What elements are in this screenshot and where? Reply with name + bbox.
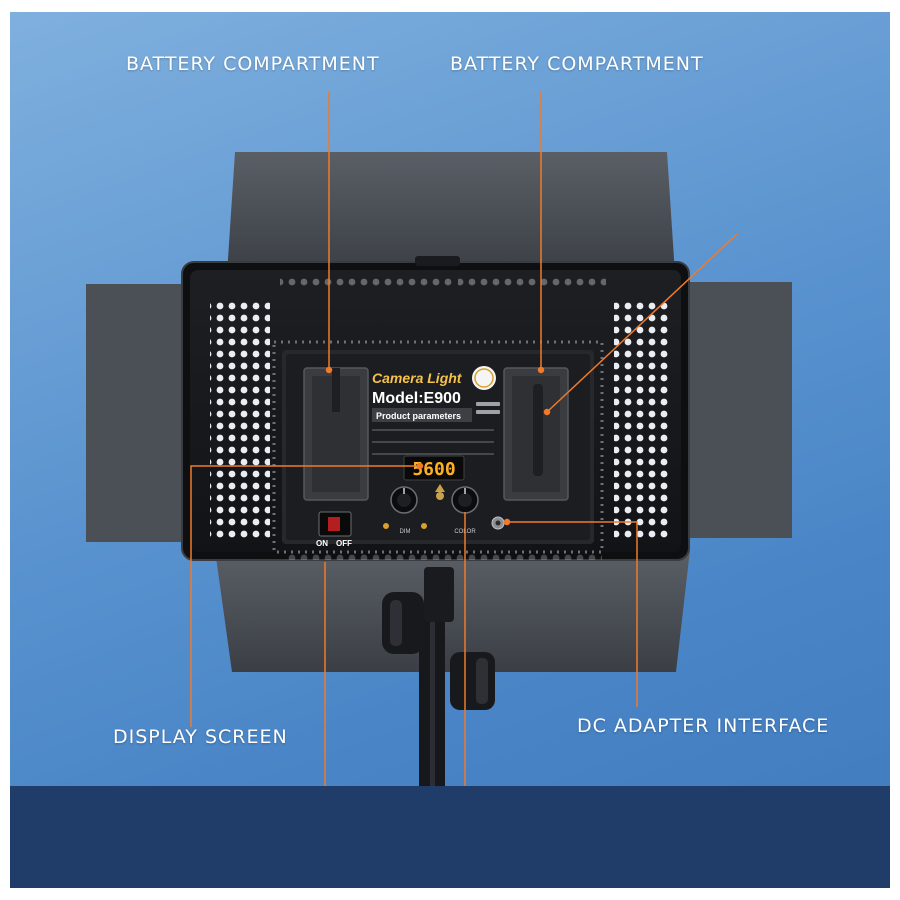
battery-slot-left — [303, 367, 369, 501]
product-illustration: Camera Light Model:E900 Product paramete… — [10, 92, 890, 888]
battery-slot-right — [503, 367, 569, 501]
light-stand — [382, 567, 495, 792]
color-knob[interactable] — [451, 486, 479, 514]
leader-display — [190, 465, 420, 727]
brand-label: Camera Light — [372, 370, 463, 386]
switch-on-label: ON — [316, 539, 328, 548]
params-table-lines — [372, 429, 494, 455]
bulb-icons — [383, 523, 427, 529]
certification-icons — [476, 402, 500, 414]
leader-extra — [546, 233, 738, 413]
power-switch[interactable] — [318, 511, 352, 537]
callout-battery-right: BATTERY COMPARTMENT — [450, 53, 704, 75]
leader-dc — [507, 521, 638, 707]
barn-door-right — [685, 282, 792, 538]
product-image-frame: Camera Light Model:E900 Product paramete… — [10, 12, 890, 888]
callout-dc-adapter: DC ADAPTER INTERFACE — [577, 715, 830, 737]
led-badge-icon — [472, 366, 496, 390]
display-value: 5600 — [412, 459, 455, 480]
switch-off-label: OFF — [336, 539, 352, 548]
dc-port[interactable] — [491, 516, 505, 530]
callout-display-screen: DISPLAY SCREEN — [113, 726, 288, 748]
bottom-band — [10, 786, 890, 888]
logo-icon — [435, 484, 445, 500]
callout-battery-left: BATTERY COMPARTMENT — [126, 53, 380, 75]
barn-door-top — [227, 152, 675, 274]
barn-door-left — [86, 284, 190, 542]
product-params-heading: Product parameters — [376, 411, 461, 421]
dim-knob[interactable] — [390, 486, 418, 514]
display-screen: 5600 — [403, 455, 465, 481]
dim-label: DIM — [400, 529, 411, 535]
model-label: Model:E900 — [372, 390, 461, 407]
led-grid-right — [614, 298, 668, 538]
leader-lines — [190, 92, 738, 786]
led-grid-left — [210, 298, 270, 538]
